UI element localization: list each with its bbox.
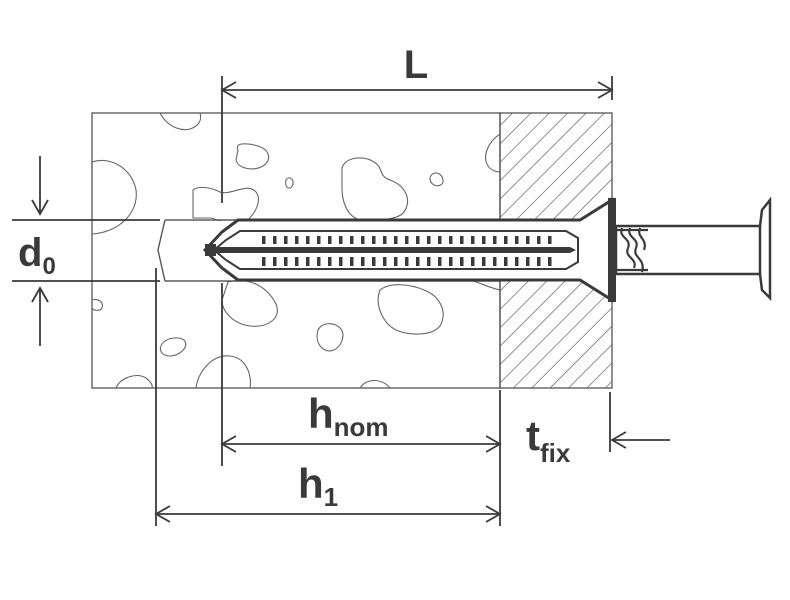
slot-upper — [383, 236, 387, 244]
slot-upper — [515, 236, 519, 244]
label-h-nom: hnom — [308, 390, 389, 442]
slot-lower — [317, 257, 321, 266]
slot-lower — [383, 257, 387, 266]
slot-lower — [306, 257, 310, 266]
slot-lower — [460, 257, 464, 266]
label-h-nom-main: h — [308, 390, 334, 437]
slot-lower — [372, 257, 376, 266]
slot-lower — [493, 257, 497, 266]
label-d0: d0 — [18, 231, 56, 280]
dimension-lines — [12, 76, 670, 526]
slot-upper — [350, 236, 354, 244]
slot-upper — [262, 236, 266, 244]
aggregate-stones — [92, 113, 500, 388]
label-d0-main: d — [18, 231, 42, 275]
slot-lower — [328, 257, 332, 266]
slot-upper — [482, 236, 486, 244]
slot-lower — [548, 257, 552, 266]
slot-upper — [295, 236, 299, 244]
slot-upper — [306, 236, 310, 244]
slot-lower — [537, 257, 541, 266]
slot-upper — [504, 236, 508, 244]
slot-upper — [339, 236, 343, 244]
slot-lower — [482, 257, 486, 266]
slot-upper — [273, 236, 277, 244]
nail-head — [614, 196, 772, 302]
label-h1-main: h — [298, 460, 324, 507]
slot-lower — [515, 257, 519, 266]
slot-upper — [394, 236, 398, 244]
slot-lower — [416, 257, 420, 266]
slot-upper — [416, 236, 420, 244]
slot-lower — [427, 257, 431, 266]
slot-upper — [449, 236, 453, 244]
label-L: L — [404, 43, 428, 87]
anchor-body — [202, 197, 616, 303]
slot-lower — [361, 257, 365, 266]
slot-lower — [339, 257, 343, 266]
slot-lower — [350, 257, 354, 266]
slot-upper — [328, 236, 332, 244]
slot-lower — [449, 257, 453, 266]
slot-upper — [427, 236, 431, 244]
slot-lower — [273, 257, 277, 266]
slot-lower — [438, 257, 442, 266]
label-d0-sub: 0 — [42, 253, 55, 280]
slot-upper — [284, 236, 288, 244]
slot-upper — [548, 236, 552, 244]
label-t-fix-main: t — [526, 412, 540, 459]
slot-upper — [372, 236, 376, 244]
slot-lower — [295, 257, 299, 266]
slot-lower — [504, 257, 508, 266]
label-h1-sub: 1 — [324, 482, 338, 512]
thread-coils — [616, 227, 648, 273]
anchor-slots — [262, 236, 552, 266]
label-t-fix: tfix — [526, 412, 571, 468]
slot-upper — [460, 236, 464, 244]
slot-lower — [394, 257, 398, 266]
label-t-fix-sub: fix — [540, 438, 571, 468]
slot-upper — [438, 236, 442, 244]
slot-upper — [471, 236, 475, 244]
slot-lower — [405, 257, 409, 266]
slot-lower — [262, 257, 266, 266]
slot-lower — [471, 257, 475, 266]
slot-lower — [284, 257, 288, 266]
slot-upper — [537, 236, 541, 244]
slot-upper — [526, 236, 530, 244]
slot-upper — [361, 236, 365, 244]
label-h-nom-sub: nom — [334, 412, 389, 442]
label-h1: h1 — [298, 460, 338, 512]
slot-upper — [493, 236, 497, 244]
slot-upper — [405, 236, 409, 244]
slot-lower — [526, 257, 530, 266]
slot-upper — [317, 236, 321, 244]
